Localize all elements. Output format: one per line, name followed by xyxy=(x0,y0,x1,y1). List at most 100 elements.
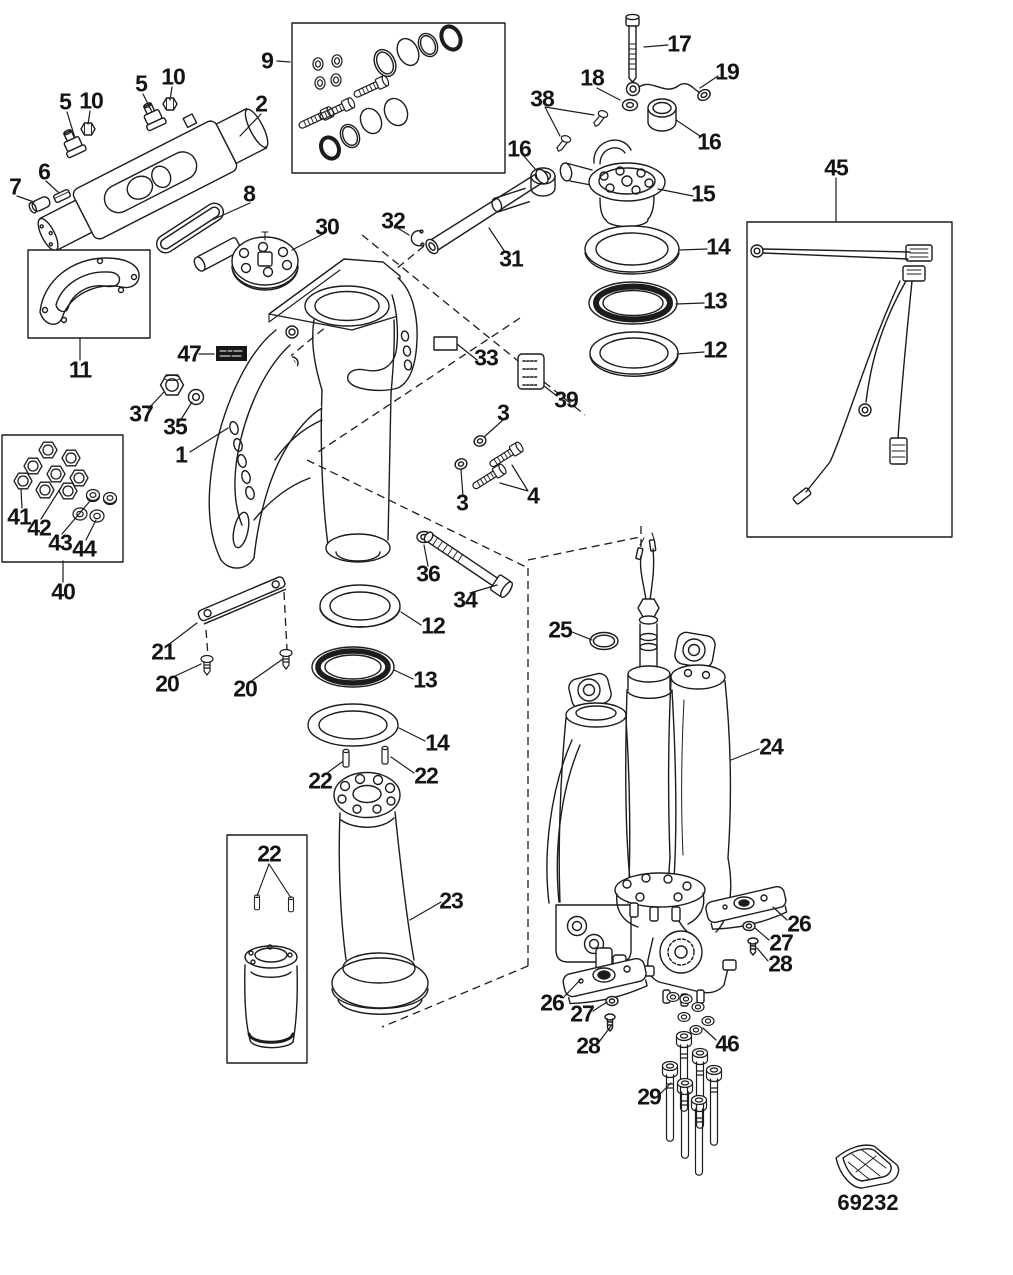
callout-16: 16 xyxy=(507,135,532,162)
part-18-washer xyxy=(621,98,639,112)
callout-14: 14 xyxy=(706,233,731,260)
callout-16: 16 xyxy=(697,128,722,155)
callout-11: 11 xyxy=(68,356,92,383)
callout-33: 33 xyxy=(474,344,499,371)
callout-34: 34 xyxy=(453,586,478,613)
callout-3: 3 xyxy=(497,399,510,426)
part-19-ground-wire xyxy=(625,81,711,102)
part-37-nut xyxy=(159,374,185,396)
part-25-oring xyxy=(589,631,619,651)
part-28-screw-left xyxy=(604,1013,616,1032)
callout-21: 21 xyxy=(151,638,176,665)
callout-17: 17 xyxy=(667,30,692,57)
part-10-nut xyxy=(162,97,178,111)
callout-46: 46 xyxy=(715,1030,740,1057)
callout-36: 36 xyxy=(416,560,441,587)
part-10-nut xyxy=(80,122,96,136)
callout-26: 26 xyxy=(787,910,812,937)
callout-5: 5 xyxy=(59,88,72,115)
leader-lines xyxy=(16,44,837,1095)
callout-28: 28 xyxy=(576,1032,601,1059)
callout-47: 47 xyxy=(177,340,202,367)
right-trim-cylinder xyxy=(667,631,732,939)
callout-44: 44 xyxy=(72,535,97,562)
callout-38: 38 xyxy=(530,85,555,112)
part-2-tilt-cylinder xyxy=(37,107,269,252)
callout-5: 5 xyxy=(135,70,148,97)
rings-right-14-13-12 xyxy=(584,225,680,377)
part-3-washers xyxy=(454,435,487,470)
boat-icon xyxy=(835,1144,900,1189)
callout-2: 2 xyxy=(255,90,268,117)
pump-body xyxy=(595,930,737,1007)
part-21-link xyxy=(197,576,287,625)
callout-45: 45 xyxy=(824,154,849,181)
part-4-bolts xyxy=(469,440,526,493)
callout-20: 20 xyxy=(155,670,180,697)
callout-12: 12 xyxy=(421,612,446,639)
part-26-anode-left xyxy=(562,957,648,1005)
callout-27: 27 xyxy=(570,1000,595,1027)
left-trim-cylinder xyxy=(546,672,632,963)
callout-22: 22 xyxy=(308,767,333,794)
callout-39: 39 xyxy=(554,386,579,413)
part-29-bolts xyxy=(661,1030,723,1176)
callout-29: 29 xyxy=(637,1083,662,1110)
box-22-pin-kit xyxy=(226,834,308,1064)
callout-40: 40 xyxy=(51,578,76,605)
decal-47 xyxy=(216,346,247,361)
callout-28: 28 xyxy=(768,950,793,977)
part-6-fitting xyxy=(53,188,71,204)
part-5-fitting xyxy=(63,129,87,159)
callout-31: 31 xyxy=(499,245,524,272)
part-7-plug xyxy=(28,196,51,214)
callout-13: 13 xyxy=(703,287,728,314)
part-8-gasket xyxy=(155,202,225,254)
callout-32: 32 xyxy=(381,207,406,234)
callout-27: 27 xyxy=(769,929,794,956)
callout-14: 14 xyxy=(425,729,450,756)
callout-23: 23 xyxy=(439,887,464,914)
decal-39 xyxy=(517,353,545,390)
callout-4: 4 xyxy=(527,482,540,509)
box-11-anode xyxy=(27,249,151,339)
callout-24: 24 xyxy=(759,733,784,760)
callout-37: 37 xyxy=(129,400,154,427)
callout-15: 15 xyxy=(691,180,716,207)
part-17-bolt xyxy=(625,13,640,83)
part-30-steering-link xyxy=(193,231,299,291)
callout-6: 6 xyxy=(38,158,51,185)
drawing-number: 69232 xyxy=(837,1190,899,1215)
callout-43: 43 xyxy=(48,529,73,556)
box-9-seal-kit xyxy=(291,22,506,174)
part-38-screws xyxy=(555,108,610,155)
callout-7: 7 xyxy=(9,173,22,200)
callout-13: 13 xyxy=(413,666,438,693)
callout-10: 10 xyxy=(79,87,104,114)
callout-41: 41 xyxy=(7,503,32,530)
part-32-clip xyxy=(410,229,425,247)
dashed-axis-lines xyxy=(205,234,642,1028)
part-35-washer xyxy=(187,388,205,406)
part-1-swivel-bracket xyxy=(208,258,418,569)
callout-18: 18 xyxy=(580,64,605,91)
callout-22: 22 xyxy=(414,762,439,789)
decal-33 xyxy=(433,336,458,351)
part-27-washer-left xyxy=(605,995,619,1007)
box-40-hardware xyxy=(1,434,124,563)
part-34-bolt xyxy=(423,531,513,599)
callout-22: 22 xyxy=(257,840,282,867)
part-23-swivel-tube xyxy=(331,771,429,1015)
callout-19: 19 xyxy=(715,58,740,85)
part-31-tube xyxy=(425,168,549,255)
box-45-harness xyxy=(746,221,953,538)
callout-26: 26 xyxy=(540,989,565,1016)
callout-1: 1 xyxy=(175,441,188,468)
part-15-cap-assembly xyxy=(559,139,666,228)
callout-9: 9 xyxy=(261,47,274,74)
part-28-screw-right xyxy=(747,937,759,956)
callout-10: 10 xyxy=(161,63,186,90)
part-46-washers xyxy=(666,991,715,1036)
